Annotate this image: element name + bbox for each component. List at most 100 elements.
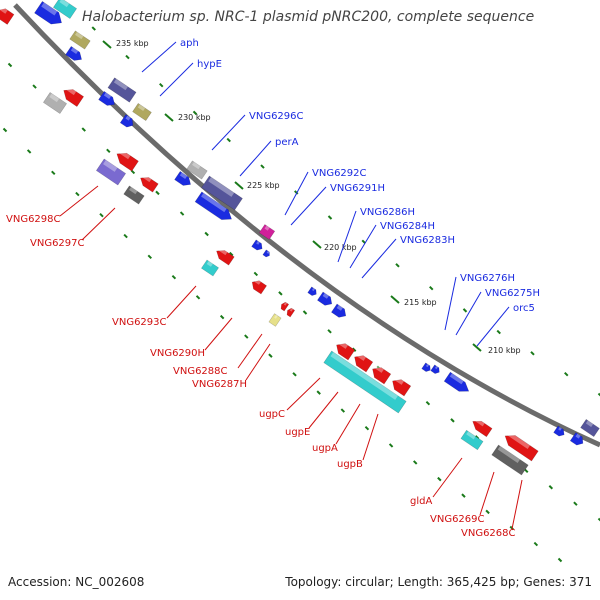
gene-feature[interactable] (95, 158, 127, 186)
ring-dot (294, 190, 299, 195)
ring-dot (548, 485, 554, 490)
leader-line (141, 41, 177, 73)
leader-line (204, 317, 233, 351)
leader-line (511, 479, 523, 530)
gene-feature[interactable] (53, 0, 77, 19)
gene-feature[interactable] (60, 85, 84, 107)
ring-dot (316, 390, 321, 395)
ring-dot (302, 310, 308, 315)
leader-line (286, 377, 321, 411)
leader-line (361, 238, 397, 279)
ring-dot (597, 517, 600, 522)
kbp-tick-mark (234, 181, 244, 190)
gene-feature[interactable] (331, 303, 348, 320)
gene-feature[interactable] (123, 185, 145, 205)
gene-feature[interactable] (34, 1, 65, 28)
leader-line (362, 413, 379, 461)
leader-line (239, 140, 272, 177)
gene-feature[interactable] (69, 30, 91, 50)
gene-feature[interactable] (430, 364, 442, 375)
gene-feature[interactable] (470, 417, 493, 438)
gene-label-forward: VNG6275H (485, 288, 540, 299)
gene-label-reverse: VNG6269C (430, 514, 485, 525)
ring-dot (219, 314, 225, 320)
gene-feature[interactable] (389, 376, 412, 397)
ring-dot (395, 263, 400, 268)
gene-feature[interactable] (285, 307, 296, 318)
gene-feature[interactable] (351, 352, 374, 373)
ring-dot (253, 271, 259, 277)
gene-feature[interactable] (201, 175, 243, 211)
gene-label-reverse: VNG6298C (6, 214, 61, 225)
gene-feature[interactable] (132, 103, 152, 121)
gene-feature[interactable] (262, 249, 271, 258)
gene-feature[interactable] (114, 149, 139, 172)
gene-feature[interactable] (307, 286, 319, 297)
ring-dot (75, 191, 80, 197)
ring-dot (244, 334, 249, 339)
gene-feature[interactable] (65, 46, 85, 63)
gene-feature[interactable] (98, 91, 118, 108)
gene-feature[interactable] (214, 247, 235, 266)
ring-dot (524, 468, 529, 473)
gene-feature[interactable] (119, 114, 136, 129)
leader-line (444, 276, 457, 331)
ring-dot (2, 127, 8, 133)
gene-feature[interactable] (569, 432, 586, 447)
gene-feature[interactable] (421, 362, 433, 373)
gene-feature[interactable] (268, 313, 282, 327)
ring-dot (226, 137, 231, 143)
gene-feature[interactable] (186, 160, 208, 180)
gene-feature[interactable] (201, 259, 219, 277)
gene-label-forward: hypE (197, 59, 222, 70)
gene-feature[interactable] (258, 224, 276, 240)
gene-feature[interactable] (249, 278, 267, 295)
kbp-tick-label: 210 kbp (488, 346, 521, 355)
gene-feature[interactable] (317, 291, 334, 308)
gene-feature[interactable] (0, 6, 15, 25)
gene-label-forward: perA (275, 137, 299, 148)
gene-feature[interactable] (43, 92, 67, 114)
kbp-tick-label: 215 kbp (404, 298, 437, 307)
ring-dot (292, 372, 297, 377)
ring-dot (147, 254, 152, 259)
ring-dot (340, 408, 346, 413)
gene-feature[interactable] (443, 371, 472, 396)
ring-dot (388, 443, 394, 448)
kbp-tick-mark (164, 113, 174, 122)
gene-feature[interactable] (553, 425, 567, 438)
ring-dot (171, 275, 177, 280)
gene-feature[interactable] (333, 340, 356, 361)
gene-feature[interactable] (369, 364, 392, 385)
gene-label-forward: aph (180, 38, 199, 49)
gene-feature[interactable] (194, 191, 235, 224)
kbp-tick-label: 220 kbp (324, 243, 357, 252)
gene-label-reverse: ugpC (259, 409, 285, 420)
ring-dot (204, 231, 209, 237)
gene-feature[interactable] (251, 239, 265, 252)
gene-feature[interactable] (491, 444, 529, 476)
ring-dot (461, 493, 466, 498)
gene-feature[interactable] (580, 419, 600, 437)
ring-dot (327, 329, 332, 334)
gene-feature[interactable] (138, 174, 159, 193)
kbp-tick-mark (472, 343, 482, 352)
gene-feature[interactable] (323, 350, 407, 414)
gene-label-reverse: VNG6290H (150, 348, 205, 359)
leader-line (245, 343, 271, 381)
tick-dot-rings (2, 0, 600, 563)
leader-line (211, 114, 246, 151)
gene-label-reverse: VNG6287H (192, 379, 247, 390)
gene-label-forward: VNG6284H (380, 221, 435, 232)
leader-line (284, 171, 309, 216)
ring-dot (364, 425, 370, 431)
gene-label-forward: VNG6291H (330, 183, 385, 194)
gene-feature[interactable] (107, 77, 137, 103)
gene-feature[interactable] (174, 171, 194, 188)
gene-feature[interactable] (460, 429, 484, 451)
gene-feature[interactable] (279, 301, 290, 312)
gene-feature[interactable] (502, 431, 539, 462)
ring-dot (496, 329, 501, 335)
label-leader-lines (59, 41, 523, 530)
gene-label-reverse: VNG6297C (30, 238, 85, 249)
